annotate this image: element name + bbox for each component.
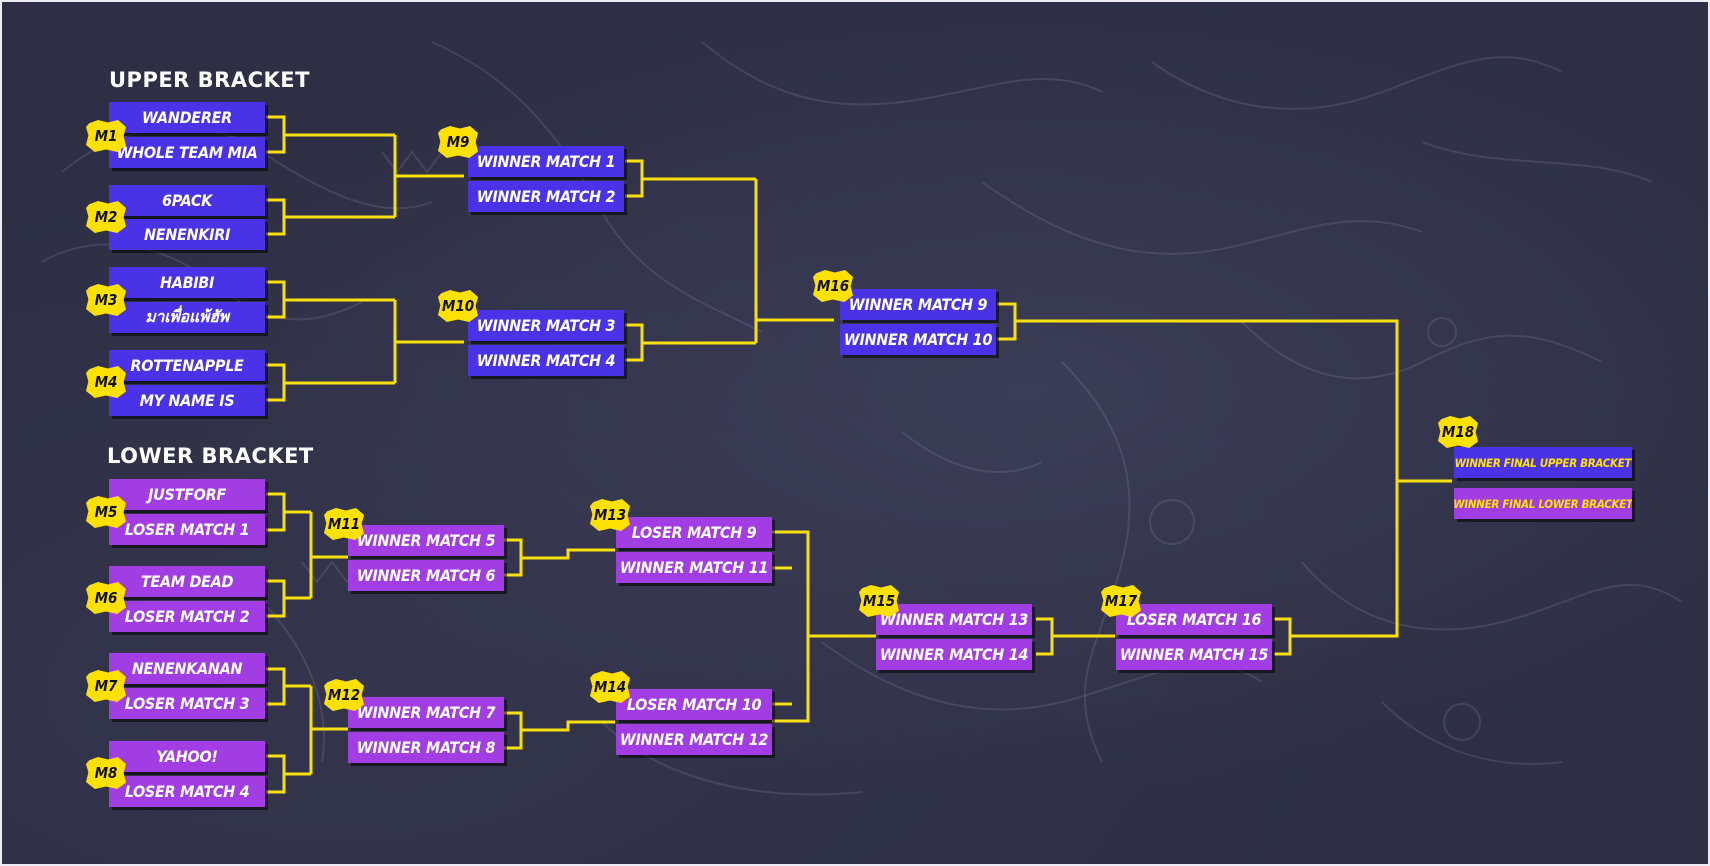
match-badge-m3: M3 <box>86 284 126 316</box>
connector-m16 <box>997 302 1452 483</box>
slot-m14-bottom[interactable]: WINNER MATCH 12 <box>616 724 772 755</box>
slot-m15-bottom[interactable]: WINNER MATCH 14 <box>876 639 1032 670</box>
slot-m17-bottom[interactable]: WINNER MATCH 15 <box>1116 639 1272 670</box>
slot-m7-bottom[interactable]: LOSER MATCH 3 <box>109 688 265 719</box>
match-badge-m11: M11 <box>324 508 364 540</box>
match-badge-m18: M18 <box>1438 416 1478 448</box>
connector-m11 <box>504 538 615 577</box>
slot-m4-bottom[interactable]: MY NAME IS <box>109 385 265 416</box>
slot-m18-top[interactable]: WINNER FINAL UPPER BRACKET <box>1454 447 1632 478</box>
slot-m15-top[interactable]: WINNER MATCH 13 <box>876 604 1032 635</box>
slot-m11-top[interactable]: WINNER MATCH 5 <box>348 525 504 556</box>
slot-m6-top[interactable]: TEAM DEAD <box>109 566 265 597</box>
match-badge-m2: M2 <box>86 201 126 233</box>
match-badge-m5: M5 <box>86 496 126 528</box>
slot-m8-bottom[interactable]: LOSER MATCH 4 <box>109 776 265 807</box>
connector-m13 <box>772 530 810 723</box>
connector-m1-m2-join <box>393 135 464 217</box>
slot-m18-bottom[interactable]: WINNER FINAL LOWER BRACKET <box>1454 488 1632 519</box>
connector-m9-m10-join <box>754 179 834 343</box>
slot-m4-top[interactable]: ROTTENAPPLE <box>109 350 265 381</box>
slot-m2-top[interactable]: 6PACK <box>109 185 265 216</box>
match-badge-m10: M10 <box>438 290 478 322</box>
match-badge-m6: M6 <box>86 582 126 614</box>
slot-m6-bottom[interactable]: LOSER MATCH 2 <box>109 601 265 632</box>
connector-m17 <box>1274 481 1399 656</box>
connector-m5 <box>266 492 311 532</box>
slot-m12-bottom[interactable]: WINNER MATCH 8 <box>348 732 504 763</box>
slot-m5-bottom[interactable]: LOSER MATCH 1 <box>109 514 265 545</box>
connector-m7-m8-join <box>309 686 348 774</box>
connector-m1 <box>266 115 395 154</box>
slot-m13-bottom[interactable]: WINNER MATCH 11 <box>616 552 772 583</box>
connector-m3 <box>266 280 395 319</box>
slot-m9-top[interactable]: WINNER MATCH 1 <box>468 146 624 177</box>
upper-bracket-title: UPPER BRACKET <box>109 68 310 92</box>
lower-bracket-title: LOWER BRACKET <box>107 444 314 468</box>
match-badge-m17: M17 <box>1101 585 1141 617</box>
connector-m9 <box>625 159 756 198</box>
slot-m9-bottom[interactable]: WINNER MATCH 2 <box>468 181 624 212</box>
slot-m17-top[interactable]: LOSER MATCH 16 <box>1116 604 1272 635</box>
slot-m3-top[interactable]: HABIBI <box>109 267 265 298</box>
connector-m6 <box>266 579 311 618</box>
slot-m10-bottom[interactable]: WINNER MATCH 4 <box>468 345 624 376</box>
connector-m15 <box>1036 617 1115 656</box>
connector-m12 <box>504 711 615 750</box>
slot-m7-top[interactable]: NENENKANAN <box>109 653 265 684</box>
slot-m8-top[interactable]: YAHOO! <box>109 741 265 772</box>
connector-m7 <box>266 667 311 706</box>
slot-m2-bottom[interactable]: NENENKIRI <box>109 219 265 250</box>
connector-m8 <box>266 754 311 794</box>
match-badge-m13: M13 <box>590 499 630 531</box>
match-badge-m8: M8 <box>86 757 126 789</box>
match-badge-m9: M9 <box>438 126 478 158</box>
slot-m12-top[interactable]: WINNER MATCH 7 <box>348 697 504 728</box>
match-badge-m15: M15 <box>859 585 899 617</box>
slot-m16-bottom[interactable]: WINNER MATCH 10 <box>840 324 996 355</box>
connector-m2 <box>266 198 395 236</box>
match-badge-m1: M1 <box>86 120 126 152</box>
slot-m13-top[interactable]: LOSER MATCH 9 <box>616 517 772 548</box>
match-badge-m12: M12 <box>324 679 364 711</box>
connector-m10 <box>625 323 756 362</box>
slot-m14-top[interactable]: LOSER MATCH 10 <box>616 689 772 720</box>
slot-m16-top[interactable]: WINNER MATCH 9 <box>840 289 996 320</box>
slot-m11-bottom[interactable]: WINNER MATCH 6 <box>348 560 504 591</box>
slot-m1-top[interactable]: WANDERER <box>109 102 265 133</box>
connector-m3-m4-join <box>393 300 464 383</box>
match-badge-m14: M14 <box>590 671 630 703</box>
connector-m4 <box>266 363 395 402</box>
match-badge-m16: M16 <box>813 270 853 302</box>
match-badge-m4: M4 <box>86 366 126 398</box>
connector-m5-m6-join <box>309 512 348 598</box>
slot-m1-bottom[interactable]: WHOLE TEAM MIA <box>109 137 265 168</box>
match-badge-m7: M7 <box>86 670 126 702</box>
slot-m5-top[interactable]: JUSTFORF <box>109 479 265 510</box>
slot-m10-top[interactable]: WINNER MATCH 3 <box>468 310 624 341</box>
slot-m3-bottom[interactable]: มาเพื่อแพ้ฮัพ <box>109 302 265 333</box>
